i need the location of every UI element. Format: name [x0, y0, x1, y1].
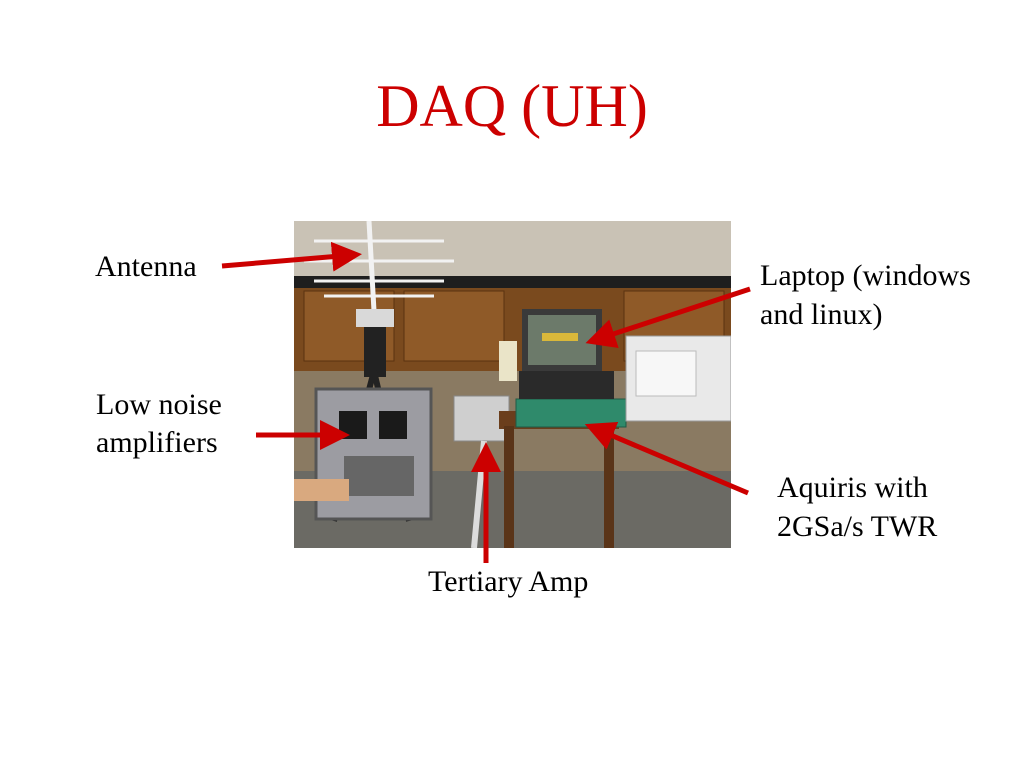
lab-equipment-photo	[294, 221, 731, 548]
aquiris-label-line2: 2GSa/s TWR	[777, 510, 938, 543]
antenna-label: Antenna	[95, 250, 197, 283]
low-noise-label-line1: Low noise	[96, 388, 222, 421]
aquiris-label-line1: Aquiris with	[777, 471, 928, 504]
laptop-label-line2: and linux)	[760, 298, 883, 331]
laptop-label-line1: Laptop (windows	[760, 259, 971, 292]
slide-title: DAQ (UH)	[376, 73, 648, 139]
tertiary-amp-label: Tertiary Amp	[428, 565, 589, 598]
low-noise-label-line2: amplifiers	[96, 426, 218, 459]
